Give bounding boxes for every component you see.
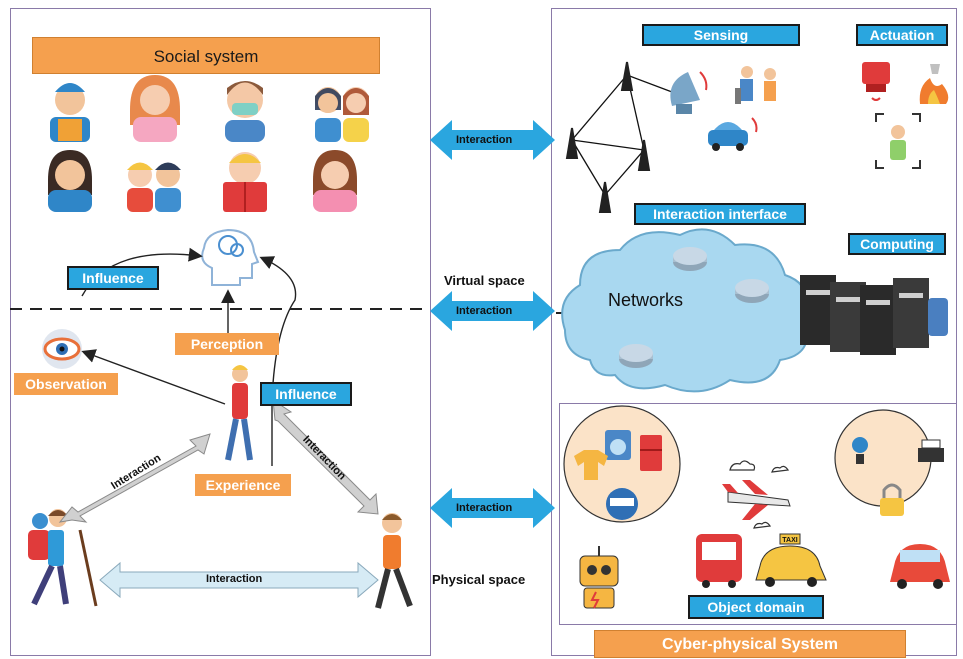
sensing-label: Sensing	[642, 24, 800, 46]
computing-label: Computing	[848, 233, 946, 255]
fridge-icon	[640, 435, 662, 471]
hiker-icon	[28, 509, 98, 607]
alarm-icon	[862, 62, 890, 101]
car-sensor-icon	[708, 117, 758, 151]
router-icon-2	[735, 279, 769, 303]
bus-icon	[696, 534, 742, 588]
washer-icon	[605, 430, 631, 460]
interaction-label-bottom: Interaction	[206, 573, 263, 585]
perception-label: Perception	[175, 333, 279, 355]
tower-icon	[565, 61, 651, 213]
printer-icon	[918, 439, 944, 462]
person-reading-icon	[223, 152, 267, 212]
influence-label-top: Influence	[67, 266, 159, 290]
interaction-interface-label: Interaction interface	[634, 203, 806, 225]
red-car-icon	[890, 544, 950, 589]
airplane-icon	[722, 480, 791, 520]
person-scan-icon	[890, 125, 906, 160]
robot-icon	[579, 546, 619, 609]
interaction-label-mid: Interaction	[456, 305, 513, 317]
networks-label: Networks	[608, 290, 684, 310]
face-scan-icon	[875, 113, 921, 169]
virtual-space-label: Virtual space	[444, 273, 525, 288]
air-conditioner-icon	[606, 488, 638, 520]
person-masked-icon	[225, 81, 265, 142]
router-icon	[673, 247, 707, 271]
walking-person-icon	[225, 365, 253, 461]
interaction-arrow-mid	[430, 291, 555, 331]
physical-space-label: Physical space	[432, 572, 526, 587]
person-couple-icon	[315, 87, 369, 142]
object-domain-panel	[559, 403, 957, 625]
eye-icon	[42, 329, 82, 369]
walking-kid-icon	[375, 513, 413, 609]
influence-label-right: Influence	[260, 382, 352, 406]
interaction-arrow-right	[272, 398, 379, 515]
interaction-arrow-left	[58, 433, 211, 523]
cps-title: Cyber-physical System	[594, 630, 906, 658]
person-woman-icon	[130, 75, 180, 142]
fire-sprinkler-icon	[919, 64, 949, 104]
brain-head-icon	[201, 228, 260, 286]
experience-label: Experience	[195, 474, 291, 496]
taxi-sign: TAXI	[782, 537, 797, 544]
object-domain-label: Object domain	[688, 595, 824, 619]
interaction-label-top: Interaction	[456, 134, 513, 146]
server-rack-icon	[800, 275, 948, 355]
interaction-label-physical: Interaction	[456, 502, 513, 514]
cloud-small-icon	[729, 460, 790, 529]
lock-icon	[880, 483, 904, 516]
person-kids-icon	[127, 162, 181, 212]
person-woman-dark-hair-icon	[48, 150, 92, 212]
taxi-icon: TAXI	[755, 533, 827, 587]
interaction-arrow-physical	[430, 488, 555, 528]
sensor-network-icon	[571, 74, 681, 196]
social-system-title: Social system	[32, 37, 380, 74]
router-icon-3	[619, 344, 653, 368]
interaction-arrow-top	[430, 120, 555, 160]
person-girl-icon	[313, 150, 357, 212]
shirt-icon	[574, 450, 608, 480]
interaction-arrow-bottom	[99, 561, 379, 599]
actuation-label: Actuation	[856, 24, 948, 46]
social-system-panel	[10, 8, 431, 656]
observation-label: Observation	[14, 373, 118, 395]
webcam-icon	[852, 437, 868, 464]
satellite-dish-icon	[670, 71, 708, 114]
travelers-icon	[735, 66, 776, 104]
person-worker-icon	[50, 83, 90, 142]
